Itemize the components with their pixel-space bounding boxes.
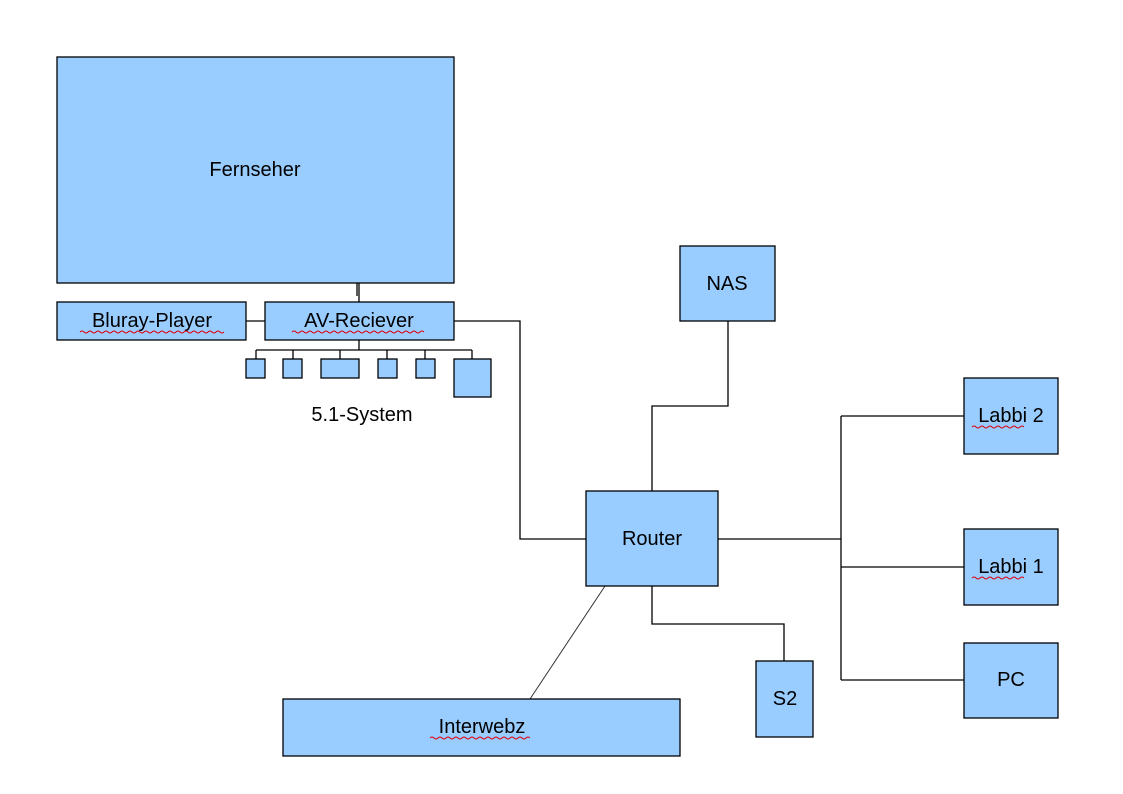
labbi-2-box <box>963 377 1059 455</box>
pc-box <box>963 642 1059 719</box>
edge-fernseher-avreceiver <box>356 283 360 302</box>
edge-nas-router <box>651 321 729 491</box>
edge-avreceiver-router <box>454 320 586 540</box>
edge-router-s2 <box>651 586 785 661</box>
av-receiver-label: AV-Reciever <box>304 310 414 332</box>
fernseher-label: Fernseher <box>209 159 300 181</box>
spellcheck-underline <box>291 330 425 334</box>
s2-box <box>755 660 814 738</box>
interwebz-label: Interwebz <box>439 716 526 738</box>
fernseher-box <box>56 56 455 284</box>
node-bluray-player[interactable]: Bluray-Player <box>56 301 247 341</box>
nas-label: NAS <box>706 273 747 295</box>
edge-router-interwebz <box>529 585 606 700</box>
node-fernseher[interactable]: Fernseher <box>56 56 455 284</box>
pc-label: PC <box>997 669 1025 691</box>
node-router[interactable]: Router <box>585 490 719 587</box>
bluray-player-label: Bluray-Player <box>92 310 212 332</box>
speaker-rear-left[interactable] <box>377 358 398 379</box>
s2-label: S2 <box>773 688 797 710</box>
node-av-receiver[interactable]: AV-Reciever <box>264 301 455 341</box>
connectors <box>246 283 964 700</box>
edge-router-bus <box>718 416 842 680</box>
speaker-system: 5.1-System <box>245 358 492 426</box>
av-receiver-box <box>264 301 455 341</box>
router-label: Router <box>622 528 682 550</box>
bluray-player-box <box>56 301 247 341</box>
node-s2[interactable]: S2 <box>755 660 814 738</box>
speaker-system-caption: 5.1-System <box>311 404 412 426</box>
router-box <box>585 490 719 587</box>
edge-avreceiver-speakers <box>255 340 473 359</box>
node-labbi-1[interactable]: Labbi 1 <box>963 528 1059 606</box>
node-pc[interactable]: PC <box>963 642 1059 719</box>
node-interwebz[interactable]: Interwebz <box>282 698 681 757</box>
labbi-1-box <box>963 528 1059 606</box>
speaker-subwoofer[interactable] <box>453 358 492 398</box>
spellcheck-underline <box>971 425 1025 429</box>
speaker-front-left[interactable] <box>245 358 266 379</box>
spellcheck-underline <box>971 576 1025 580</box>
nas-box <box>679 245 776 322</box>
speaker-front-right[interactable] <box>282 358 303 379</box>
node-labbi-2[interactable]: Labbi 2 <box>963 377 1059 455</box>
speaker-rear-right[interactable] <box>415 358 436 379</box>
labbi-2-label: Labbi 2 <box>978 405 1044 427</box>
node-nas[interactable]: NAS <box>679 245 776 322</box>
spellcheck-underline <box>79 330 225 334</box>
interwebz-box <box>282 698 681 757</box>
speaker-center[interactable] <box>320 358 360 379</box>
labbi-1-label: Labbi 1 <box>978 556 1044 578</box>
spellcheck-underline <box>429 736 531 740</box>
